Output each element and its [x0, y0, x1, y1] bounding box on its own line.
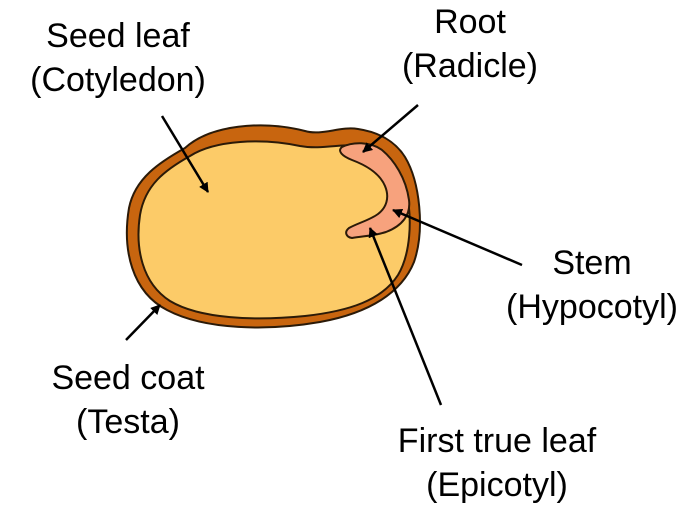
- testa-arrow: [126, 305, 160, 340]
- epicotyl-label-line1: First true leaf: [352, 419, 642, 463]
- radicle-label-line1: Root: [380, 0, 560, 44]
- hypocotyl-label: Stem (Hypocotyl): [504, 241, 680, 329]
- cotyledon-label-line2: (Cotyledon): [8, 58, 228, 102]
- epicotyl-label-line2: (Epicotyl): [352, 463, 642, 507]
- testa-label-line1: Seed coat: [28, 356, 228, 400]
- cotyledon-label-line1: Seed leaf: [8, 14, 228, 58]
- radicle-label-line2: (Radicle): [380, 44, 560, 88]
- hypocotyl-label-line2: (Hypocotyl): [504, 285, 680, 329]
- testa-label-line2: (Testa): [28, 400, 228, 444]
- radicle-label: Root (Radicle): [380, 0, 560, 88]
- testa-label: Seed coat (Testa): [28, 356, 228, 444]
- cotyledon-label: Seed leaf (Cotyledon): [8, 14, 228, 102]
- epicotyl-label: First true leaf (Epicotyl): [352, 419, 642, 507]
- hypocotyl-label-line1: Stem: [504, 241, 680, 285]
